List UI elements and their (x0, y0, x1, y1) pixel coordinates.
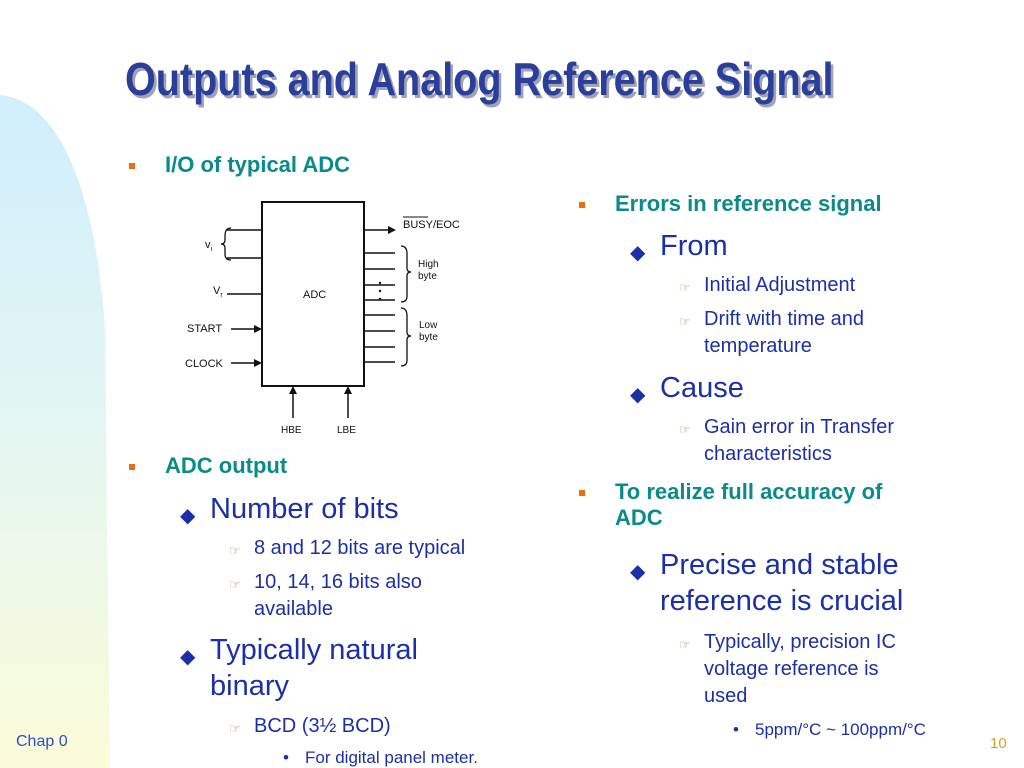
high-byte-brace (400, 245, 412, 303)
bullet-drift: ☞ Drift with time and temperature (679, 308, 865, 357)
diamond-bullet-icon: ◆ (630, 384, 646, 406)
slide-title: Outputs and Analog Reference Signal (125, 53, 834, 105)
output-busy-label: BUSY/EOC (403, 219, 460, 231)
bullet-precision-ic: ☞ Typically, precision IC voltage refere… (679, 631, 896, 707)
high-byte-label-2: byte (418, 271, 437, 282)
output-busy-arrow (388, 226, 396, 234)
adc-block-label: ADC (303, 289, 326, 301)
bullet-errors-in-reference: Errors in reference signal (579, 191, 882, 217)
pointing-hand-icon: ☞ (229, 721, 241, 736)
bullet-adc-output: ADC output (129, 453, 287, 479)
diamond-bullet-icon: ◆ (180, 505, 196, 527)
input-start-label: START (187, 323, 222, 335)
input-start-arrow (254, 325, 262, 333)
bullet-gain-error: ☞ Gain error in Transfer characteristics (679, 416, 895, 465)
high-byte-label-1: High (418, 259, 439, 270)
bullet-cause: ◆ Cause (630, 370, 744, 406)
low-byte-label-1: Low (419, 320, 438, 331)
pointing-hand-icon: ☞ (679, 280, 691, 295)
bullet-from: ◆ From (630, 228, 728, 264)
pointing-hand-icon: ☞ (679, 314, 691, 329)
input-lbe-arrow (344, 386, 352, 394)
bullet-number-of-bits: ◆ Number of bits (180, 491, 399, 527)
adc-block-diagram: ADC vi Vr START CLOCK BUSY/EOC High byte… (185, 201, 460, 436)
input-vi-brace (220, 227, 232, 261)
square-bullet-icon (129, 163, 135, 169)
bullet-full-accuracy: To realize full accuracy of ADC (579, 479, 882, 531)
bullet-8-12-bits: ☞ 8 and 12 bits are typical (229, 535, 465, 562)
pointing-hand-icon: ☞ (679, 637, 691, 652)
square-bullet-icon (579, 202, 585, 208)
dot-3 (378, 297, 382, 301)
diamond-bullet-icon: ◆ (180, 646, 196, 668)
bullet-bcd: ☞ BCD (3½ BCD) (229, 713, 391, 740)
input-hbe-label: HBE (281, 425, 302, 436)
input-vr-label: Vr (213, 285, 223, 299)
bullet-ppm: • 5ppm/°C ~ 100ppm/°C (733, 720, 926, 739)
pointing-hand-icon: ☞ (229, 577, 241, 592)
input-hbe-arrow (289, 386, 297, 394)
diamond-bullet-icon: ◆ (630, 242, 646, 264)
bullet-10-14-16-bits: ☞ 10, 14, 16 bits also available (229, 571, 422, 620)
dot-1 (378, 281, 382, 285)
input-clock-label: CLOCK (185, 358, 224, 370)
bullet-natural-binary: ◆ Typically natural binary (180, 634, 418, 702)
input-vi-label: vi (205, 239, 213, 253)
low-byte-label-2: byte (419, 332, 438, 343)
input-clock-arrow (254, 359, 262, 367)
square-bullet-icon (129, 464, 135, 470)
input-lbe-label: LBE (337, 425, 356, 436)
bullet-io-of-typical-adc: I/O of typical ADC (129, 152, 350, 178)
dot-bullet-icon: • (733, 720, 739, 739)
pointing-hand-icon: ☞ (229, 543, 241, 558)
low-byte-brace (400, 307, 412, 367)
dot-bullet-icon: • (283, 748, 289, 767)
square-bullet-icon (579, 490, 585, 496)
pointing-hand-icon: ☞ (679, 422, 691, 437)
page-number: 10 (990, 735, 1007, 752)
footer-chapter: Chap 0 (16, 733, 68, 750)
dot-2 (378, 289, 382, 293)
diamond-bullet-icon: ◆ (630, 561, 646, 583)
bullet-panel-meter: • For digital panel meter. (283, 748, 478, 767)
bullet-initial-adjustment: ☞ Initial Adjustment (679, 272, 855, 299)
bullet-precise-stable: ◆ Precise and stable reference is crucia… (630, 549, 904, 617)
